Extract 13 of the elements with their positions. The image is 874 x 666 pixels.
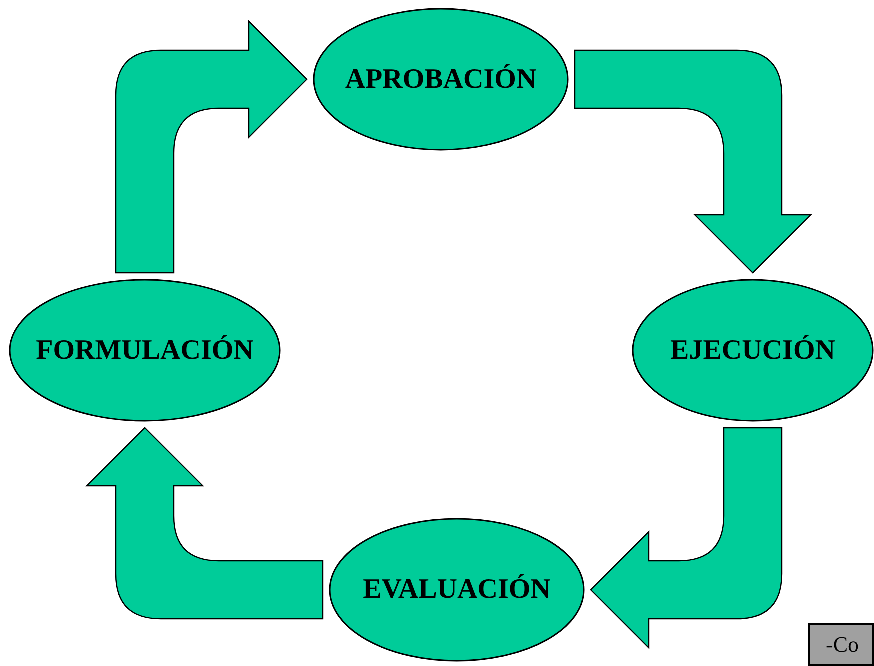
node-label: APROBACIÓN <box>345 66 537 94</box>
block-arrow <box>590 427 783 649</box>
block-arrow <box>115 20 308 274</box>
process-ellipse <box>9 279 281 422</box>
process-ellipse <box>329 518 585 662</box>
node-label: EJECUCIÓN <box>670 336 836 364</box>
process-ellipse <box>313 8 569 151</box>
block-arrow <box>574 50 812 274</box>
node-label: FORMULACIÓN <box>36 336 254 364</box>
block-arrow <box>86 427 324 620</box>
process-ellipse <box>632 279 874 422</box>
node-label: EVALUACIÓN <box>363 576 551 604</box>
note-panel: -Co <box>808 623 874 666</box>
